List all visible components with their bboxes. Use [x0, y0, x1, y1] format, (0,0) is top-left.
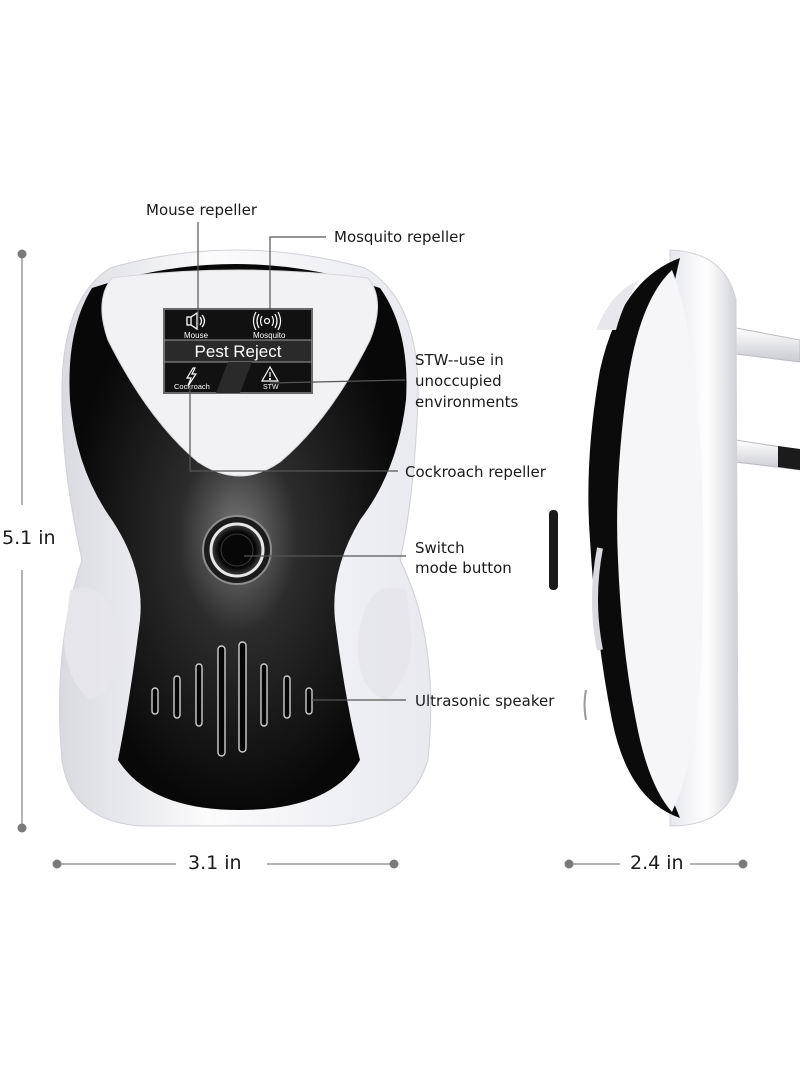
plug-prongs — [735, 327, 800, 471]
mosquito-leader — [269, 236, 326, 310]
lcd-wave-icon — [252, 311, 282, 331]
height-dimension-label: 5.1 in — [2, 527, 56, 549]
lcd-mosquito-label: Mosquito — [253, 331, 286, 340]
lcd-title: Pest Reject — [195, 342, 282, 361]
cockroach-leader — [189, 385, 398, 472]
stw-leader — [269, 379, 406, 384]
switch-mode-button — [202, 515, 272, 585]
switch-label-line1: Switch — [415, 539, 465, 557]
dimension-lines — [17, 249, 748, 869]
mouse-repeller-label: Mouse repeller — [146, 201, 257, 219]
lcd-mouse-label: Mouse — [184, 331, 209, 340]
mosquito-repeller-label: Mosquito repeller — [334, 228, 465, 246]
lcd-cockroach-label: Cockroach — [174, 382, 210, 391]
lcd-warning-icon — [260, 365, 280, 382]
stw-label-line2: unoccupied — [415, 372, 502, 390]
front-view: Mouse Mosquito Pest Reject Cockroach STW — [59, 249, 432, 827]
depth-dimension-label: 2.4 in — [630, 852, 684, 874]
ultrasonic-speaker-slots — [151, 641, 313, 757]
stw-label-line3: environments — [415, 393, 519, 411]
leader-lines — [189, 222, 406, 701]
cockroach-repeller-label: Cockroach repeller — [405, 463, 546, 481]
side-front-face — [617, 270, 704, 812]
switch-label-line2: mode button — [415, 559, 512, 577]
width-dimension-label: 3.1 in — [188, 852, 242, 874]
lcd-lightning-icon — [185, 367, 198, 387]
front-left-grip — [64, 587, 119, 700]
lcd-stw-label: STW — [263, 384, 279, 391]
ultrasonic-speaker-label: Ultrasonic speaker — [415, 692, 555, 710]
front-right-grip — [357, 587, 412, 700]
stw-label-line1: STW--use in — [415, 351, 504, 369]
side-button — [549, 510, 558, 590]
lcd-speaker-icon — [186, 311, 206, 331]
side-view — [549, 249, 800, 827]
